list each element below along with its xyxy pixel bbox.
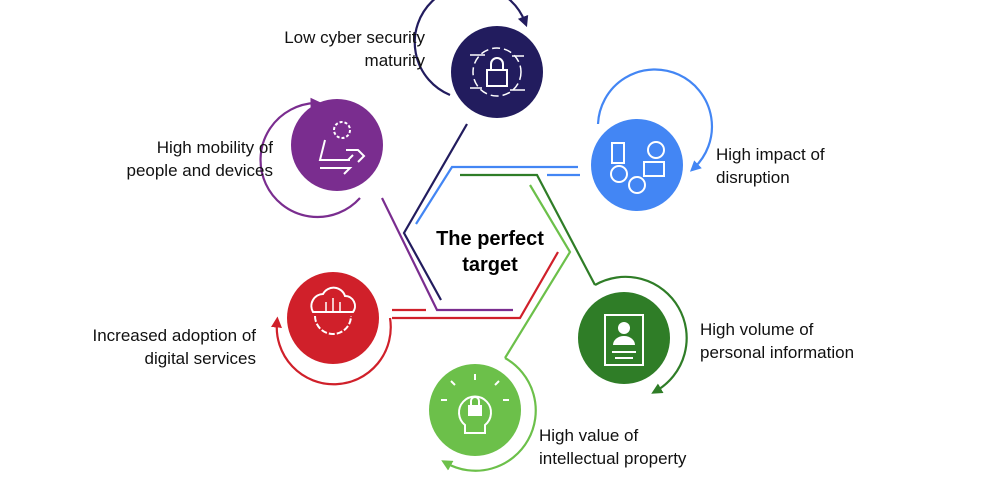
- blue-connector: [415, 165, 578, 225]
- id-card-icon: [578, 275, 688, 394]
- lightbulb-lock-icon: [429, 357, 537, 472]
- red-connector: [392, 251, 559, 320]
- dkgreen-connector: [460, 173, 596, 286]
- connected-devices-icon: [591, 68, 713, 211]
- purple-connector: [381, 197, 513, 312]
- gear-arrows-icon: [259, 97, 383, 219]
- ltgreen-connector: [504, 184, 572, 359]
- title-line-1: The perfect: [436, 228, 544, 250]
- cloud-gear-icon: [271, 272, 392, 386]
- diagram-title: The perfect target: [410, 226, 570, 278]
- padlock-circuit-icon: [413, 0, 543, 118]
- title-line-2: target: [462, 254, 518, 276]
- navy-connector: [402, 123, 468, 301]
